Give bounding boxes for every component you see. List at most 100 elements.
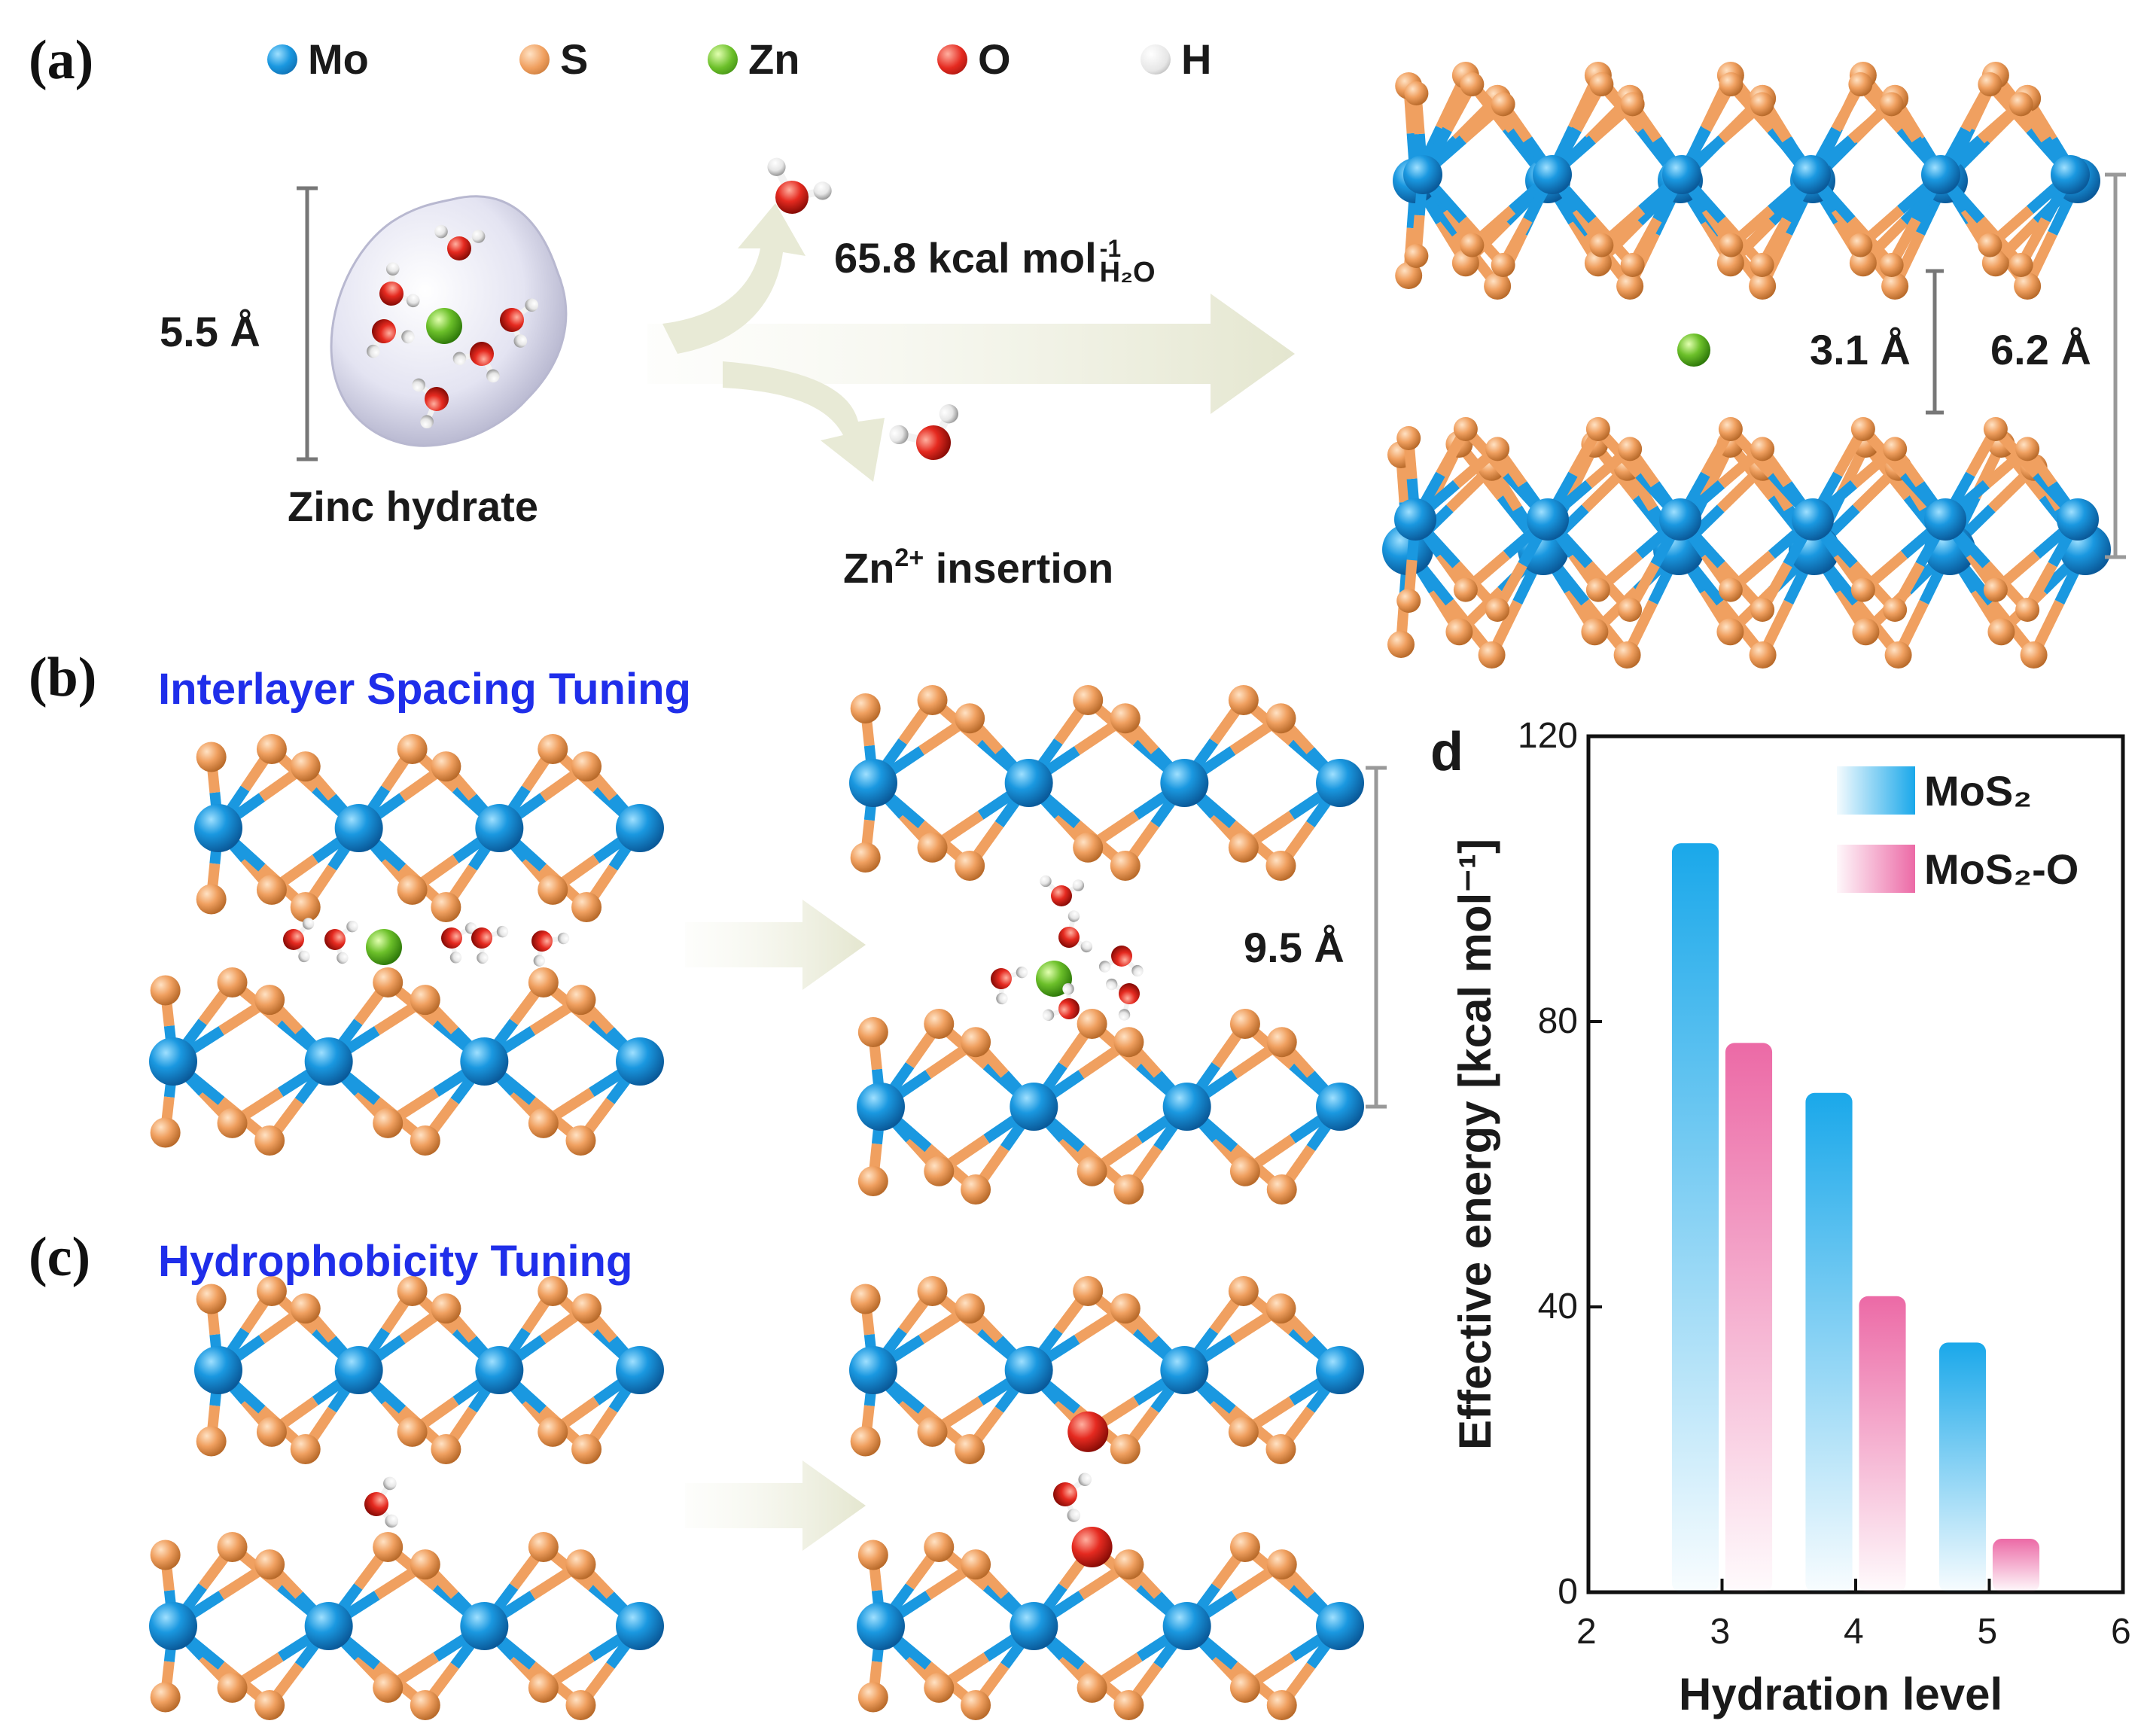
- s-atom: [528, 1532, 559, 1562]
- s-atom: [1719, 233, 1744, 257]
- water-release-arrow-down: [723, 361, 885, 482]
- mo-atom: [2051, 155, 2090, 194]
- mo-atom: [1924, 498, 1966, 541]
- s-atom: [1749, 273, 1777, 300]
- o-atom: [471, 927, 492, 949]
- h-atom: [813, 181, 832, 200]
- mo-atom-icon: [267, 44, 297, 75]
- zn-ion-inserted: [1677, 333, 1710, 367]
- h-atom: [1080, 940, 1093, 953]
- s-atom: [528, 967, 559, 997]
- h-atom: [412, 378, 426, 392]
- insertion-text: insertion: [924, 544, 1114, 592]
- s-atom: [565, 1690, 596, 1720]
- mo-atom: [1160, 1346, 1209, 1394]
- s-atom: [955, 1293, 985, 1324]
- o-atom: [372, 319, 396, 343]
- s-atom: [373, 1107, 404, 1138]
- chart-xlabel: Hydration level: [1679, 1669, 2003, 1719]
- insertion-ion: Zn: [843, 544, 895, 592]
- y-tick-label: 120: [1517, 716, 1578, 756]
- mo-atom: [1160, 759, 1209, 807]
- mo-atom: [1004, 759, 1053, 807]
- s-atom: [256, 1416, 287, 1447]
- s-atom: [1616, 273, 1644, 300]
- mo-atom: [304, 1037, 353, 1086]
- y-tick-label: 80: [1537, 1001, 1578, 1041]
- mo-atom: [334, 1346, 383, 1394]
- s-atom: [565, 1549, 596, 1580]
- mos2-layer-c-bottom-right: [857, 1527, 1364, 1720]
- s-atom: [850, 1284, 881, 1314]
- s-atom: [150, 1682, 181, 1713]
- h-atom: [385, 1514, 399, 1528]
- s-atom: [290, 1293, 321, 1324]
- mo-atom: [1792, 498, 1834, 541]
- s-atom: [1719, 72, 1744, 96]
- s-atom: [1485, 437, 1510, 461]
- s-atom: [961, 1174, 991, 1205]
- s-atom: [850, 842, 881, 873]
- x-tick-label: 6: [2111, 1612, 2131, 1652]
- s-atom: [1484, 273, 1512, 300]
- mo-atom: [1316, 759, 1364, 807]
- bar-mos2-3: [1671, 843, 1719, 1592]
- s-atom: [1453, 417, 1478, 441]
- mo-atom: [1316, 1346, 1364, 1394]
- s-atom: [1491, 92, 1515, 117]
- s-atom: [1404, 244, 1429, 268]
- s-atom: [1073, 1276, 1104, 1306]
- s-atom: [2014, 273, 2042, 300]
- s-atom: [431, 1434, 461, 1464]
- h-atom: [1062, 982, 1074, 995]
- h-atom: [486, 369, 500, 383]
- s-atom: [924, 1532, 955, 1562]
- x-tick-label: 4: [1844, 1612, 1864, 1652]
- s-atom: [196, 1426, 227, 1457]
- h-atom: [406, 294, 420, 308]
- s-atom: [1113, 1174, 1144, 1205]
- s-atom: [1879, 92, 1904, 117]
- s-atom: [410, 1549, 440, 1580]
- s-atom: [1978, 233, 2002, 257]
- mos2-layers: [149, 62, 2111, 1720]
- s-atom: [1077, 1672, 1107, 1703]
- mo-atom: [616, 1346, 664, 1394]
- s-atom: [571, 751, 602, 782]
- o-atom: [916, 425, 951, 460]
- s-atom: [1387, 631, 1415, 658]
- s-atom: [1750, 253, 1774, 277]
- s-atom: [254, 1549, 285, 1580]
- s-atom: [397, 1276, 428, 1306]
- o-atom-icon: [937, 44, 967, 75]
- s-atom: [410, 1690, 440, 1720]
- s-atom: [1077, 1156, 1107, 1186]
- insertion-charge: 2+: [894, 544, 924, 572]
- s-atom: [256, 734, 287, 764]
- interlayer-spacing-title: Interlayer Spacing Tuning: [158, 665, 691, 714]
- s-atom: [397, 734, 428, 764]
- gap-small-label: 3.1 Å: [1810, 326, 1911, 373]
- energy-value: 65.8 kcal mol: [834, 234, 1097, 282]
- mo-atom: [149, 1602, 197, 1650]
- s-atom: [857, 1540, 888, 1570]
- s-atom: [1620, 253, 1645, 277]
- s-atom: [1879, 253, 1904, 277]
- o-atom: [1058, 998, 1080, 1019]
- s-atom: [254, 1690, 285, 1720]
- s-atom: [538, 734, 568, 764]
- h-atom: [367, 344, 380, 358]
- legend-o-label: O: [978, 35, 1011, 83]
- s-atom: [1620, 92, 1645, 117]
- legend-s-label: S: [560, 35, 589, 83]
- o-atom: [1058, 927, 1080, 948]
- s-atom: [571, 1434, 602, 1464]
- energy-per-water: H₂O: [1099, 256, 1156, 288]
- x-tick-label: 2: [1576, 1612, 1597, 1652]
- s-atom: [1266, 1174, 1297, 1205]
- s-atom: [857, 1682, 888, 1713]
- water-molecule: [364, 1476, 399, 1528]
- s-atom: [1883, 598, 1908, 622]
- s-atom: [373, 1672, 404, 1703]
- effective-energy-chart: [1586, 734, 2125, 1594]
